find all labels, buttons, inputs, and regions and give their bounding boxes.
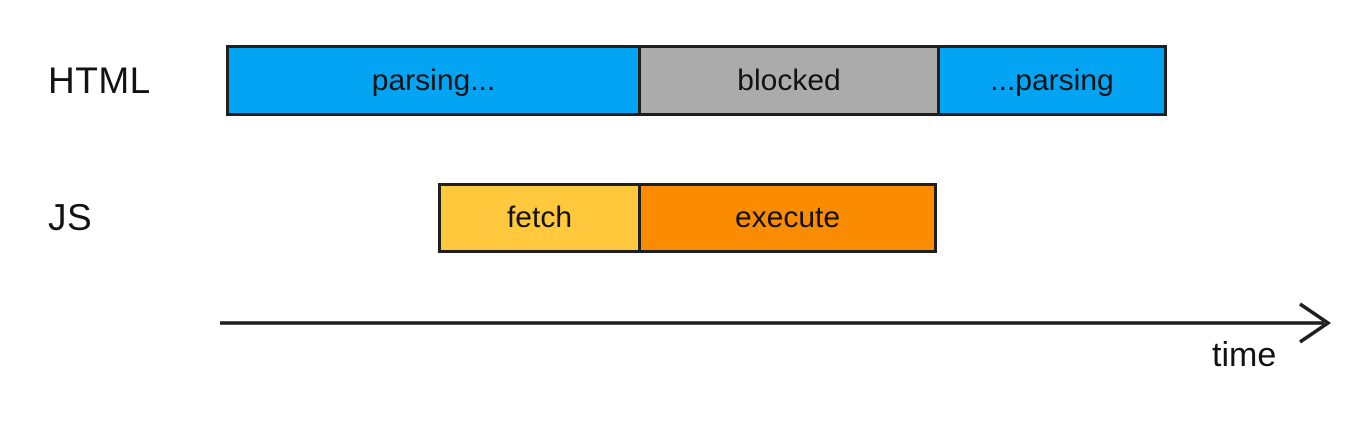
segment-parsing-start: parsing... (229, 48, 638, 113)
html-timeline-bar: parsing... blocked ...parsing (226, 45, 1167, 116)
segment-execute: execute (638, 186, 934, 250)
segment-parsing-resume: ...parsing (937, 48, 1164, 113)
arrowhead-icon (1299, 302, 1332, 344)
row-label-html: HTML (48, 59, 151, 101)
time-axis-label: time (1212, 336, 1277, 374)
js-timeline-bar: fetch execute (438, 183, 937, 253)
segment-blocked: blocked (638, 48, 937, 113)
row-label-js: JS (48, 197, 93, 238)
segment-fetch: fetch (441, 186, 638, 250)
